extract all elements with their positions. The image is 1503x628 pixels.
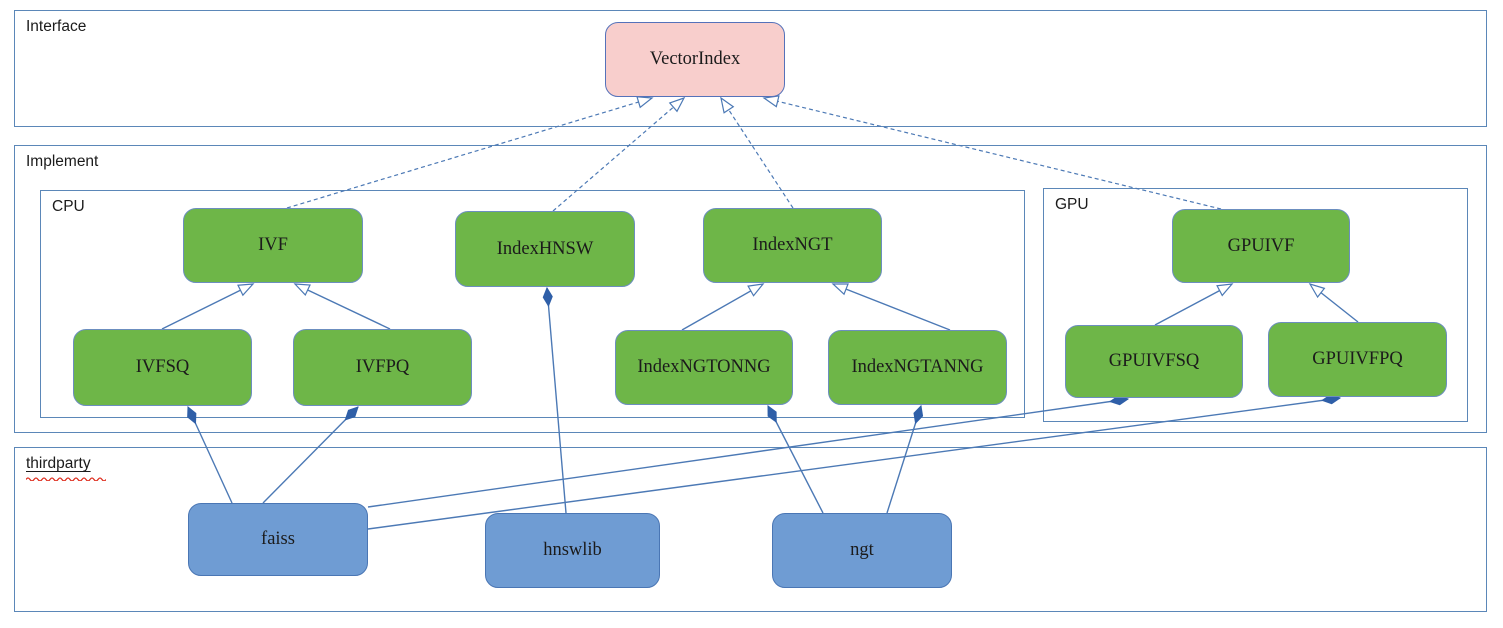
edge-GPUIVFSQ-to-GPUIVF[interactable]	[1154, 283, 1234, 326]
node-ivfsq[interactable]: IVFSQ	[73, 329, 252, 406]
node-indexhnsw-label: IndexHNSW	[496, 238, 594, 259]
node-indexngtonng[interactable]: IndexNGTONNG	[615, 330, 793, 405]
node-ivfpq-label: IVFPQ	[355, 357, 410, 377]
edge-ngt-to-IndexNGTONNG[interactable]	[767, 406, 824, 514]
container-interface[interactable]: Interface	[14, 10, 1487, 127]
node-ngt-label: ngt	[850, 540, 874, 560]
node-gpuivf[interactable]: GPUIVF	[1172, 209, 1350, 283]
edge-faiss-to-GPUIVFSQ[interactable]	[367, 399, 1128, 508]
node-hnswlib[interactable]: hnswlib	[485, 513, 660, 588]
node-gpuivfsq-label: GPUIVFSQ	[1108, 351, 1200, 371]
edge-faiss-to-GPUIVFPQ[interactable]	[367, 398, 1340, 530]
edge-IVF-to-VectorIndex[interactable]	[286, 96, 654, 209]
node-indexngtonng-label: IndexNGTONNG	[637, 357, 771, 377]
node-ivf-label: IVF	[258, 235, 288, 255]
container-thirdparty-text: thirdparty	[26, 455, 91, 472]
node-gpuivf-label: GPUIVF	[1227, 235, 1295, 256]
container-implement-label: Implement	[26, 153, 99, 170]
edge-hnswlib-to-IndexHNSW[interactable]	[547, 288, 567, 514]
node-gpuivfpq-label: GPUIVFPQ	[1312, 349, 1403, 369]
node-ngt[interactable]: ngt	[772, 513, 952, 588]
container-implement[interactable]: Implement	[14, 145, 1487, 433]
node-indexngt-label: IndexNGT	[752, 235, 833, 255]
edge-GPUIVF-to-VectorIndex[interactable]	[762, 95, 1222, 210]
node-vectorindex[interactable]: VectorIndex	[605, 22, 785, 97]
node-ivf[interactable]: IVF	[183, 208, 363, 283]
container-gpu-label: GPU	[1055, 196, 1089, 213]
edge-ngt-to-IndexNGTANNG[interactable]	[886, 406, 921, 514]
node-gpuivfsq[interactable]: GPUIVFSQ	[1065, 325, 1243, 398]
container-thirdparty-label: thirdparty	[26, 455, 106, 481]
edge-IVFSQ-to-IVF[interactable]	[161, 283, 255, 330]
node-faiss[interactable]: faiss	[188, 503, 368, 576]
node-indexngtanng[interactable]: IndexNGTANNG	[828, 330, 1007, 405]
node-indexngtanng-label: IndexNGTANNG	[851, 357, 984, 377]
edge-IndexNGT-to-VectorIndex[interactable]	[720, 96, 794, 209]
node-indexhnsw[interactable]: IndexHNSW	[455, 211, 635, 287]
node-hnswlib-label: hnswlib	[543, 540, 602, 560]
container-thirdparty[interactable]: thirdparty	[14, 447, 1487, 612]
edge-IndexNGTANNG-to-IndexNGT[interactable]	[831, 283, 951, 331]
container-cpu[interactable]: CPU	[40, 190, 1025, 418]
edge-IndexHNSW-to-VectorIndex[interactable]	[552, 96, 686, 212]
node-faiss-label: faiss	[261, 529, 295, 549]
edge-faiss-to-IVFSQ[interactable]	[188, 407, 233, 504]
node-ivfpq[interactable]: IVFPQ	[293, 329, 472, 406]
node-ivfsq-label: IVFSQ	[135, 357, 190, 377]
edge-faiss-to-IVFPQ[interactable]	[262, 407, 358, 504]
edge-IndexNGTONNG-to-IndexNGT[interactable]	[681, 283, 765, 331]
spellcheck-squiggle-icon	[26, 477, 106, 481]
container-gpu[interactable]: GPU	[1043, 188, 1468, 422]
edge-GPUIVFPQ-to-GPUIVF[interactable]	[1308, 282, 1359, 323]
container-cpu-label: CPU	[52, 198, 85, 215]
node-gpuivfpq[interactable]: GPUIVFPQ	[1268, 322, 1447, 397]
node-vectorindex-label: VectorIndex	[649, 49, 741, 69]
container-interface-label: Interface	[26, 18, 87, 35]
node-indexngt[interactable]: IndexNGT	[703, 208, 882, 283]
edge-IVFPQ-to-IVF[interactable]	[293, 283, 391, 330]
